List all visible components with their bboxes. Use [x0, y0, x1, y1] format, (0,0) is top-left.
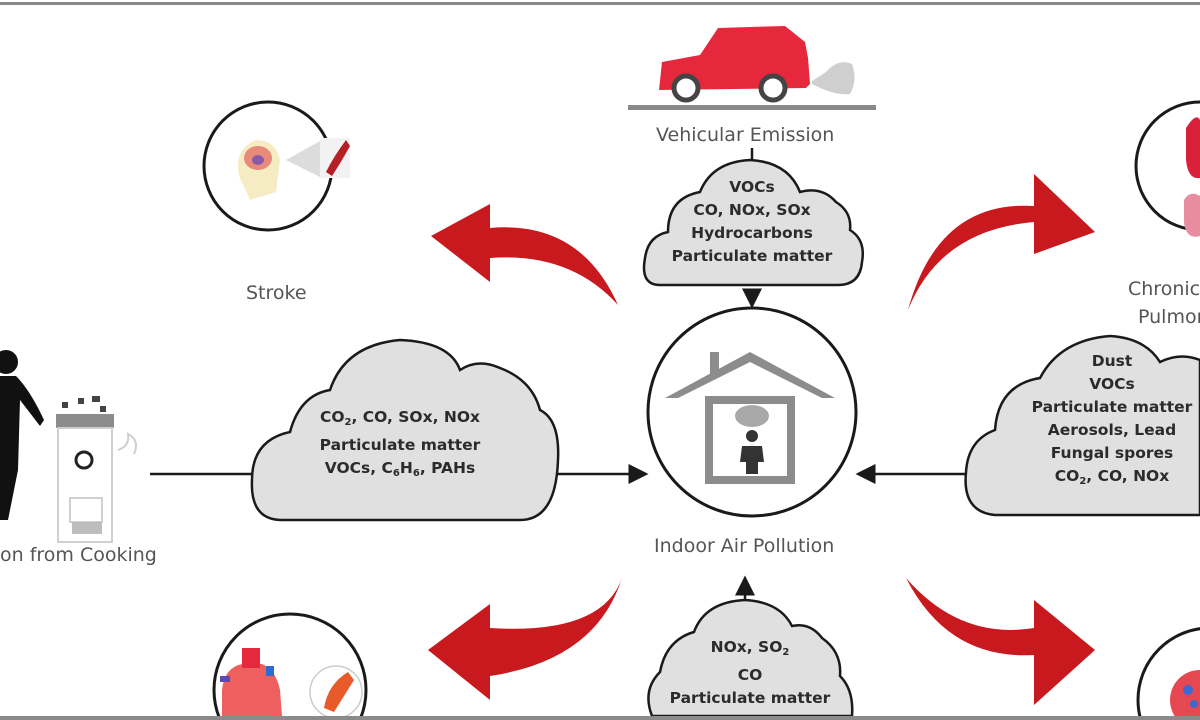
copd-label-line1: Chronic: [1128, 278, 1200, 300]
cloud-vehicular: [642, 158, 864, 287]
pollutant-item: Particulate matter: [671, 247, 833, 265]
pollutant-item: CO2, CO, SOx, NOx: [319, 408, 481, 428]
bottom-pollutants: NOx, SO2 CO Particulate matter: [660, 636, 840, 710]
cooking-label: on from Cooking: [0, 544, 157, 566]
bottom-border: [0, 716, 1200, 720]
indoor-air-pollution-label: Indoor Air Pollution: [654, 535, 835, 557]
pollutant-item: VOCs, C6H6, PAHs: [324, 459, 476, 479]
person-cooking-stove-icon: [0, 350, 137, 543]
copd-label-line2: Pulmon: [1138, 306, 1200, 328]
arrow-to-copd: [908, 174, 1095, 310]
house-with-person-icon: [646, 306, 858, 518]
pollutant-item: Particulate matter: [1031, 398, 1193, 416]
car-exhaust-icon: [628, 26, 876, 110]
arrow-to-cancer: [906, 578, 1095, 705]
pollutant-item: Particulate matter: [669, 689, 831, 707]
lungs-icon: [1134, 100, 1200, 237]
heart-artery-icon: [212, 612, 368, 720]
pollutant-item: CO: [737, 666, 763, 684]
pollutant-item: CO, NOx, SOx: [693, 201, 811, 219]
vehicular-pollutants: VOCs CO, NOx, SOx Hydrocarbons Particula…: [662, 176, 842, 268]
pollutant-item: Fungal spores: [1050, 444, 1174, 462]
top-border: [0, 2, 1200, 5]
cloud-bottom: [647, 598, 854, 718]
pollutant-item: Particulate matter: [319, 436, 481, 454]
cloud-cooking: [250, 338, 560, 522]
arrow-to-heart: [428, 578, 622, 700]
pollutant-item: VOCs: [1089, 375, 1135, 393]
brain-stroke-icon: [202, 100, 350, 232]
vehicular-emission-label: Vehicular Emission: [656, 124, 835, 146]
cloud-household: [964, 334, 1200, 517]
stroke-label: Stroke: [246, 282, 307, 304]
pollutant-item: CO2, CO, NOx: [1054, 467, 1170, 487]
pollutant-item: VOCs: [729, 178, 775, 196]
pollutant-item: NOx, SO2: [710, 638, 790, 658]
arrow-to-stroke: [431, 204, 618, 305]
pollutant-item: Hydrocarbons: [691, 224, 813, 242]
household-pollutants: Dust VOCs Particulate matter Aerosols, L…: [1012, 350, 1200, 493]
pollutant-item: Aerosols, Lead: [1047, 421, 1177, 439]
pollutant-item: Dust: [1091, 352, 1133, 370]
lung-cell-icon: [1136, 627, 1200, 720]
cooking-pollutants: CO2, CO, SOx, NOx Particulate matter VOC…: [300, 406, 500, 485]
